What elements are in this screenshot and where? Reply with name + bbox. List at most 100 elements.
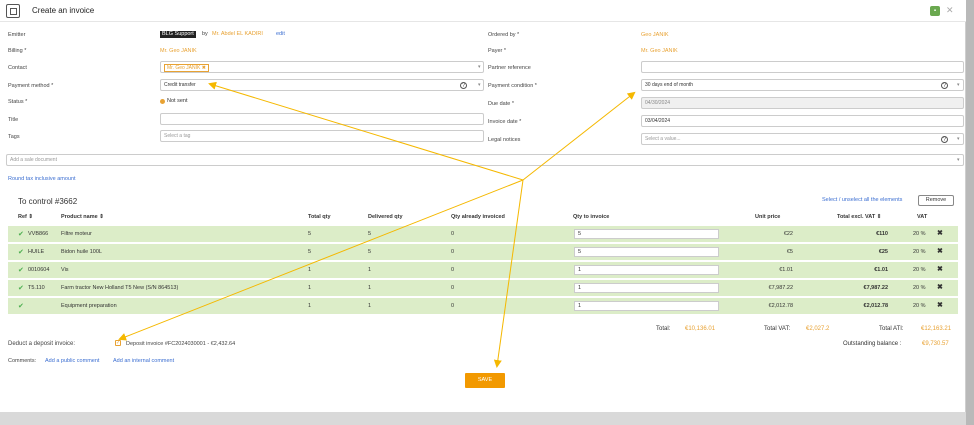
help-icon[interactable]: ? <box>460 82 467 89</box>
contact-label: Contact <box>8 65 27 71</box>
row-ref: 0010604 <box>28 267 50 273</box>
row-unit-price: €22 <box>783 231 793 237</box>
payment-condition-label: Payment condition * <box>488 83 537 89</box>
row-total-qty: 5 <box>308 231 312 237</box>
emitter-label: Emitter <box>8 32 26 38</box>
row-ref: HUILE <box>28 249 45 255</box>
legal-notices-chevron-down-icon[interactable]: ▾ <box>957 136 960 142</box>
sale-document-select[interactable]: Add a sale document <box>6 154 964 166</box>
row-unit-price: €1.01 <box>779 267 793 273</box>
modal-titlebar: Create an invoice ▪ ✕ <box>0 0 966 22</box>
row-qty-invoiced: 0 <box>451 285 455 291</box>
tags-label: Tags <box>8 134 20 140</box>
legal-notices-label: Legal notices <box>488 137 521 143</box>
row-product: Farm tractor New Holland T5 New (S/N 864… <box>61 285 179 291</box>
help-icon[interactable]: ? <box>941 136 948 143</box>
emitter-name[interactable]: Mr. Abdel EL KADIRI <box>212 31 263 37</box>
payment-condition-chevron-down-icon[interactable]: ▾ <box>957 82 960 88</box>
payment-method-chevron-down-icon[interactable]: ▾ <box>478 82 481 88</box>
check-icon[interactable]: ✔ <box>18 267 24 274</box>
partner-reference-label: Partner reference <box>488 65 531 71</box>
payer-value[interactable]: Mr. Geo JANIK <box>641 48 678 54</box>
contact-chip[interactable]: Mr. Geo JANIK ✖ <box>164 64 209 72</box>
row-qty-to-invoice-input[interactable]: 1 <box>574 265 719 275</box>
payment-method-value: Credit transfer <box>164 82 196 88</box>
delete-icon[interactable]: ✖ <box>937 302 943 309</box>
row-qty-to-invoice-input[interactable]: 1 <box>574 283 719 293</box>
row-product: Equipment preparation <box>61 303 117 309</box>
row-product: Vis <box>61 267 69 273</box>
remove-button[interactable]: Remove <box>918 195 954 206</box>
round-tax-link[interactable]: Round tax inclusive amount <box>8 176 76 182</box>
check-icon[interactable]: ✔ <box>18 285 24 292</box>
backdrop-scroll-area <box>966 0 974 425</box>
row-qty-invoiced: 0 <box>451 231 455 237</box>
contact-select[interactable]: Mr. Geo JANIK ✖ <box>160 61 484 73</box>
check-icon[interactable]: ✔ <box>18 231 24 238</box>
row-vat: 20 % <box>913 285 926 291</box>
title-input[interactable] <box>160 113 484 125</box>
status-radio-icon[interactable] <box>160 99 165 104</box>
check-icon[interactable]: ✔ <box>18 303 24 310</box>
check-icon[interactable]: ✔ <box>18 249 24 256</box>
deposit-checkbox[interactable]: ✓ <box>115 340 121 346</box>
sale-document-chevron-down-icon[interactable]: ▾ <box>957 157 960 163</box>
row-qty-invoiced: 0 <box>451 303 455 309</box>
billing-label: Billing * <box>8 48 27 54</box>
ordered-by-value[interactable]: Geo JANIK <box>641 32 669 38</box>
row-delivered-qty: 1 <box>368 285 372 291</box>
row-vat: 20 % <box>913 249 926 255</box>
row-qty-to-invoice-input[interactable]: 1 <box>574 301 719 311</box>
partner-reference-input[interactable] <box>641 61 964 73</box>
row-total-qty: 1 <box>308 285 312 291</box>
contact-chevron-down-icon[interactable]: ▾ <box>478 64 481 70</box>
tags-input[interactable]: Select a tag <box>160 130 484 142</box>
delete-icon[interactable]: ✖ <box>937 266 943 273</box>
col-product[interactable]: Product name ⇕ <box>61 214 104 220</box>
payment-condition-select[interactable]: 30 days end of month <box>641 79 964 91</box>
col-qty-to-invoice: Qty to invoice <box>573 214 610 220</box>
modal-title: Create an invoice <box>32 6 95 15</box>
due-date-input: 04/30/2024 <box>641 97 964 109</box>
add-internal-comment-link[interactable]: Add an internal comment <box>113 358 175 364</box>
emitter-edit-link[interactable]: edit <box>276 31 285 37</box>
delete-icon[interactable]: ✖ <box>937 248 943 255</box>
row-qty-to-invoice-input[interactable]: 5 <box>574 247 719 257</box>
payment-method-select[interactable]: Credit transfer <box>160 79 484 91</box>
help-badge-icon[interactable]: ▪ <box>930 6 940 16</box>
row-product: Filtre moteur <box>61 231 92 237</box>
invoice-date-input[interactable]: 03/04/2024 <box>641 115 964 127</box>
save-button[interactable]: SAVE <box>465 373 505 388</box>
deposit-label: Deduct a deposit invoice: <box>8 341 76 347</box>
close-icon[interactable]: ✕ <box>946 5 954 15</box>
outstanding-value: €9,730.57 <box>922 341 949 347</box>
col-qty-invoiced: Qty already invoiced <box>451 214 505 220</box>
billing-value[interactable]: Mr. Geo JANIK <box>160 48 197 54</box>
delete-icon[interactable]: ✖ <box>937 284 943 291</box>
comments-label: Comments: <box>8 358 37 364</box>
row-total-qty: 1 <box>308 267 312 273</box>
row-ref: VVB866 <box>28 231 49 237</box>
delete-icon[interactable]: ✖ <box>937 230 943 237</box>
total-vat-label: Total VAT: <box>764 326 791 332</box>
emitter-by-text: by <box>202 31 208 37</box>
add-public-comment-link[interactable]: Add a public comment <box>45 358 100 364</box>
help-icon[interactable]: ? <box>941 82 948 89</box>
col-ref[interactable]: Ref ⇕ <box>18 214 33 220</box>
col-total-excl-vat[interactable]: Total excl. VAT ⇕ <box>837 214 882 220</box>
legal-notices-select[interactable]: Select a value... <box>641 133 964 145</box>
row-total-excl-vat: €25 <box>878 249 888 255</box>
row-delivered-qty: 1 <box>368 267 372 273</box>
row-total-excl-vat: €1.01 <box>874 267 888 273</box>
select-all-link[interactable]: Select / unselect all the elements <box>822 197 903 203</box>
col-delivered-qty: Delivered qty <box>368 214 403 220</box>
status-label: Status * <box>8 99 28 105</box>
row-total-qty: 1 <box>308 303 312 309</box>
tags-placeholder: Select a tag <box>164 133 191 139</box>
row-qty-to-invoice-input[interactable]: 5 <box>574 229 719 239</box>
